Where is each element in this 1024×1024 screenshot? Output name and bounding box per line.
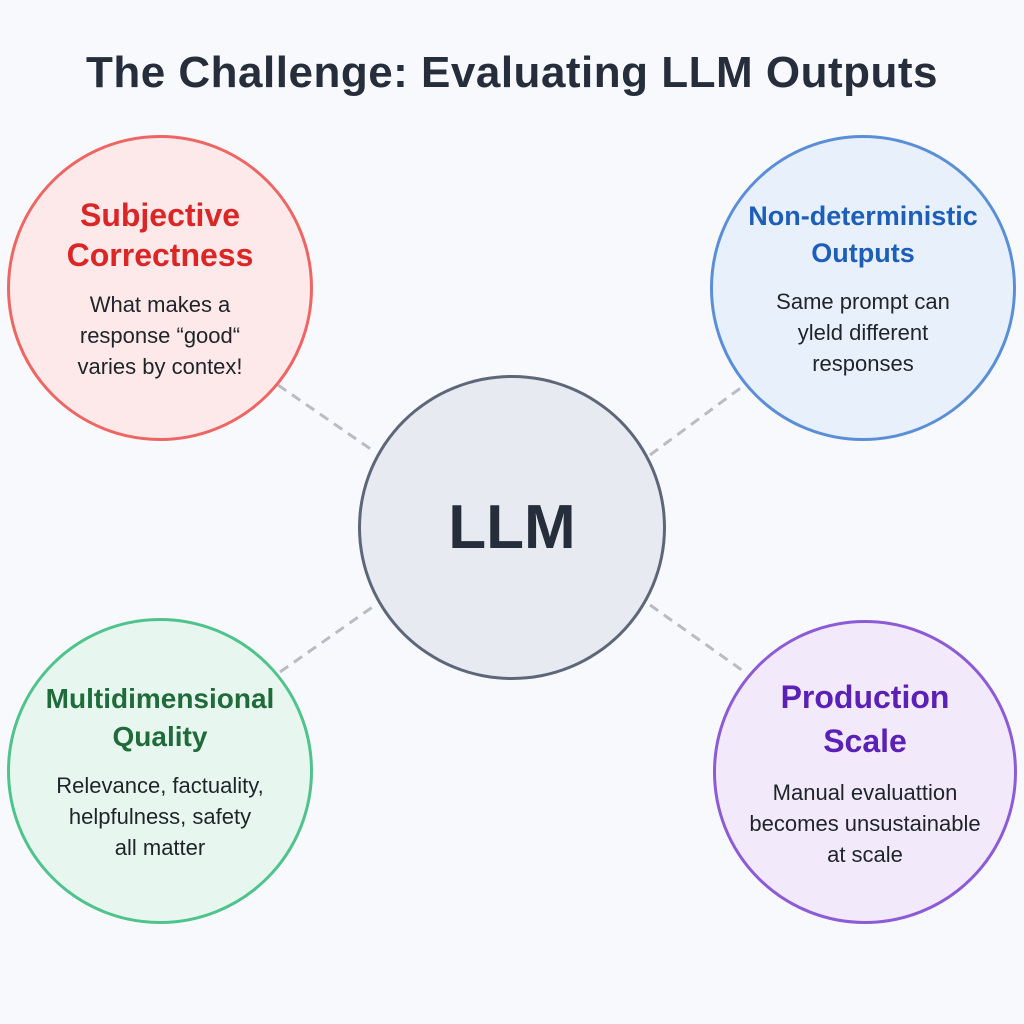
node-title-line: Non-deterministic bbox=[748, 200, 978, 231]
node-title-line: Production bbox=[780, 678, 950, 715]
node-body-line: Relevance, factuality, bbox=[56, 772, 264, 798]
node-subjective-correctness: Subjective Correctness What makes a resp… bbox=[7, 135, 313, 441]
node-body-line: response “good“ bbox=[79, 322, 241, 348]
node-body-line: Manual evaluattion bbox=[772, 779, 958, 805]
node-production-scale: Production Scale Manual evaluattion beco… bbox=[713, 620, 1017, 924]
connector-subjective bbox=[277, 383, 373, 452]
node-non-deterministic-outputs: Non-deterministic Outputs Same prompt ca… bbox=[710, 135, 1016, 441]
node-body-line: becomes unsustainable bbox=[749, 810, 981, 836]
node-body-line: yleld different bbox=[797, 319, 929, 345]
node-description: Relevance, factuality, helpfulness, safe… bbox=[56, 770, 263, 863]
node-multidimensional-quality: Multidimensional Quality Relevance, fact… bbox=[7, 618, 313, 924]
node-description: What makes a response “good“ varies by c… bbox=[77, 289, 242, 382]
node-body-line: Same prompt can bbox=[776, 288, 950, 314]
node-body-line: What makes a bbox=[89, 291, 231, 317]
node-body-line: at scale bbox=[827, 841, 903, 867]
connector-production bbox=[649, 603, 747, 675]
node-body-line: all matter bbox=[114, 834, 206, 860]
node-body-line: helpfulness, safety bbox=[68, 803, 252, 829]
llm-label: LLM bbox=[448, 493, 576, 562]
node-title-line: Quality bbox=[112, 720, 208, 752]
connector-multidimensional bbox=[279, 604, 375, 674]
llm-center-node: LLM bbox=[358, 375, 666, 680]
node-title-line: Scale bbox=[823, 722, 907, 759]
node-title: Subjective Correctness bbox=[67, 195, 254, 275]
node-description: Same prompt can yleld different response… bbox=[776, 286, 950, 379]
node-title: Multidimensional Quality bbox=[46, 680, 275, 756]
diagram-title: The Challenge: Evaluating LLM Outputs bbox=[85, 48, 939, 97]
node-title-line: Outputs bbox=[811, 237, 915, 268]
node-description: Manual evaluattion becomes unsustainable… bbox=[749, 777, 980, 870]
node-body-line: responses bbox=[812, 350, 914, 376]
node-title-line: Subjective bbox=[79, 196, 241, 233]
connector-nondeterministic bbox=[649, 382, 747, 457]
node-title-line: Correctness bbox=[66, 236, 254, 273]
node-title-line: Multidimensional bbox=[45, 682, 275, 714]
node-title: Non-deterministic Outputs bbox=[748, 198, 978, 272]
node-body-line: varies by contex! bbox=[77, 353, 243, 379]
node-title: Production Scale bbox=[781, 675, 950, 763]
